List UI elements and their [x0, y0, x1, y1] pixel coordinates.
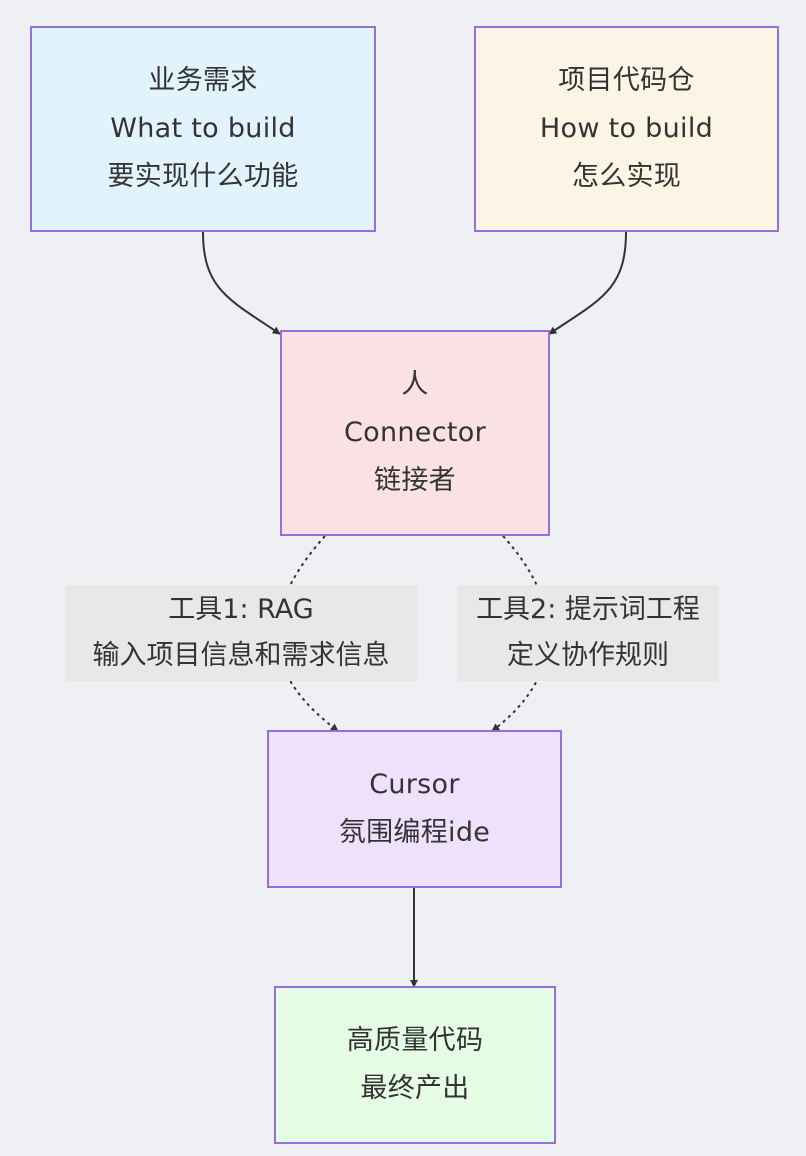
node-requirements-line-1: 业务需求 — [148, 65, 258, 96]
node-repository-line-2: How to build — [539, 113, 714, 144]
edge-connector-to-cursor-prompt — [491, 535, 550, 732]
edge-label-rag-line-2: 输入项目信息和需求信息 — [92, 640, 390, 671]
node-cursor: Cursor 氛围编程ide — [267, 730, 562, 888]
node-cursor-line-1: Cursor — [369, 769, 460, 800]
node-repository-line-1: 项目代码仓 — [558, 65, 695, 96]
node-requirements: 业务需求 What to build 要实现什么功能 — [30, 26, 376, 232]
edge-repository-to-connector — [548, 231, 627, 335]
node-connector-line-2: Connector — [344, 417, 486, 448]
node-connector: 人 Connector 链接者 — [280, 330, 550, 536]
edge-label-rag: 工具1: RAG 输入项目信息和需求信息 — [65, 585, 417, 681]
edge-label-prompt-line-1: 工具2: 提示词工程 — [476, 594, 700, 625]
node-output: 高质量代码 最终产出 — [274, 986, 556, 1144]
edge-label-rag-line-1: 工具1: RAG — [168, 594, 314, 625]
node-repository: 项目代码仓 How to build 怎么实现 — [474, 26, 779, 232]
node-connector-line-1: 人 — [401, 369, 429, 400]
node-requirements-line-2: What to build — [110, 113, 296, 144]
node-output-line-1: 高质量代码 — [346, 1025, 484, 1056]
node-requirements-line-3: 要实现什么功能 — [107, 161, 299, 192]
node-repository-line-3: 怎么实现 — [571, 161, 682, 192]
node-connector-line-3: 链接者 — [374, 465, 456, 496]
edge-requirements-to-connector — [202, 231, 281, 335]
edge-label-prompt: 工具2: 提示词工程 定义协作规则 — [457, 585, 719, 681]
node-cursor-line-2: 氛围编程ide — [338, 817, 491, 848]
edge-label-prompt-line-2: 定义协作规则 — [507, 640, 669, 671]
node-output-line-2: 最终产出 — [360, 1073, 470, 1104]
